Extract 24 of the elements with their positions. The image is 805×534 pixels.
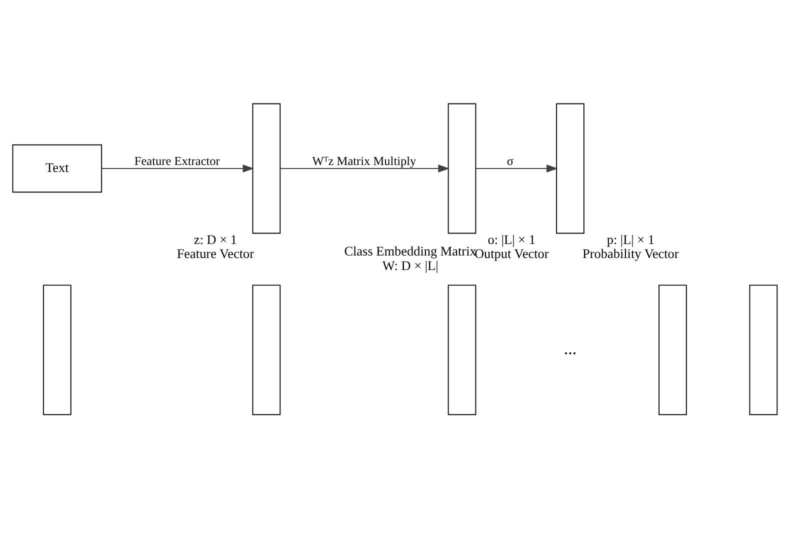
node-label: Probability Vector	[582, 246, 679, 261]
node-bar	[252, 103, 281, 234]
node-bar	[42, 284, 72, 416]
arrow	[476, 164, 558, 172]
node-bar	[252, 284, 281, 416]
node-label: Feature Vector	[176, 246, 254, 261]
node-bar	[448, 284, 476, 416]
node-label: p: |L| × 1	[606, 232, 654, 247]
arrow	[101, 164, 254, 172]
label: ...	[564, 339, 577, 358]
node-label: o: |L| × 1	[488, 232, 536, 247]
edge-label: Wᵀz Matrix Multiply	[312, 154, 416, 168]
node-bar	[658, 284, 687, 416]
edge-label: σ	[506, 154, 514, 168]
edge-label: Feature Extractor	[134, 154, 220, 168]
label: W: D × |L|	[382, 258, 438, 273]
label: Class Embedding Matrix	[344, 244, 476, 259]
node-bar	[749, 284, 778, 416]
node-label: z: D × 1	[194, 232, 237, 247]
node-bar	[448, 103, 476, 234]
arrow	[280, 164, 450, 172]
node-bar	[556, 103, 584, 234]
node-box: Text	[12, 144, 102, 193]
node-label: Output Vector	[474, 246, 549, 261]
